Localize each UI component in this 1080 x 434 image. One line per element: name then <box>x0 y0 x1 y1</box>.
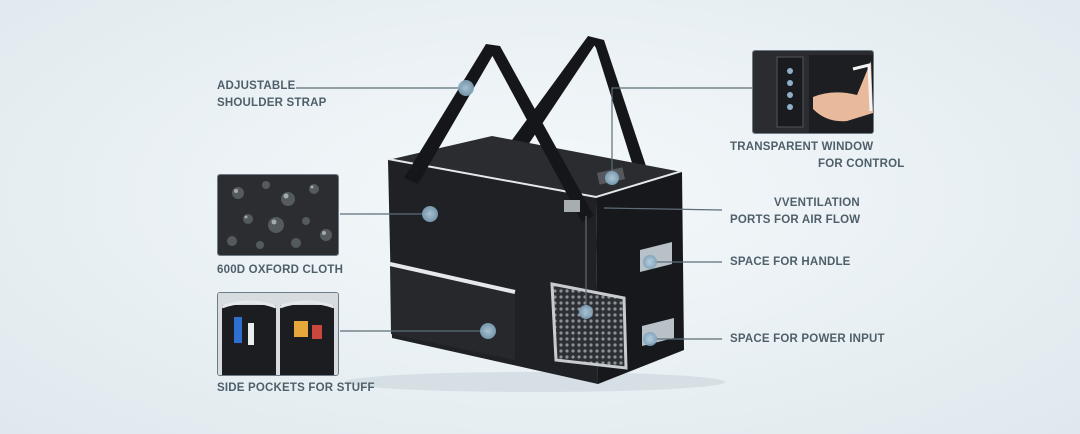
floor-shadow <box>345 372 725 392</box>
label-transparent-window: TRANSPARENT WINDOW FOR CONTROL <box>730 139 905 173</box>
label-power-input: SPACE FOR POWER INPUT <box>730 333 885 345</box>
back-strap <box>512 36 598 145</box>
label-shoulder-strap-line2: SHOULDER STRAP <box>217 97 327 109</box>
label-transparent-window-line1: TRANSPARENT WINDOW <box>730 141 874 153</box>
side-pockets-inset <box>217 292 339 376</box>
dot-vent <box>579 305 593 319</box>
label-side-pockets: SIDE POCKETS FOR STUFF <box>217 382 375 394</box>
dot-cloth <box>422 206 438 222</box>
label-ventilation: VVENTILATION PORTS FOR AIR FLOW <box>730 195 860 229</box>
label-transparent-window-line2: FOR CONTROL <box>818 158 905 170</box>
callout-lines <box>296 87 752 340</box>
dot-window <box>605 171 619 185</box>
label-shoulder-strap: ADJUSTABLE SHOULDER STRAP <box>217 78 327 112</box>
mesh-pocket <box>550 282 628 370</box>
strap-buckle <box>564 200 580 212</box>
front-strap <box>404 44 497 184</box>
oxford-cloth-inset <box>217 174 339 256</box>
label-shoulder-strap-line1: ADJUSTABLE <box>217 80 296 92</box>
dot-strap <box>458 80 474 96</box>
dot-power <box>643 332 657 346</box>
callout-dots <box>422 80 657 346</box>
label-ventilation-line1: VVENTILATION <box>774 197 860 209</box>
dot-pockets <box>480 323 496 339</box>
dot-handle <box>643 255 657 269</box>
label-handle: SPACE FOR HANDLE <box>730 256 851 268</box>
transparent-window-inset <box>752 50 874 134</box>
label-ventilation-line2: PORTS FOR AIR FLOW <box>730 214 861 226</box>
label-oxford-cloth: 600D OXFORD CLOTH <box>217 264 344 276</box>
